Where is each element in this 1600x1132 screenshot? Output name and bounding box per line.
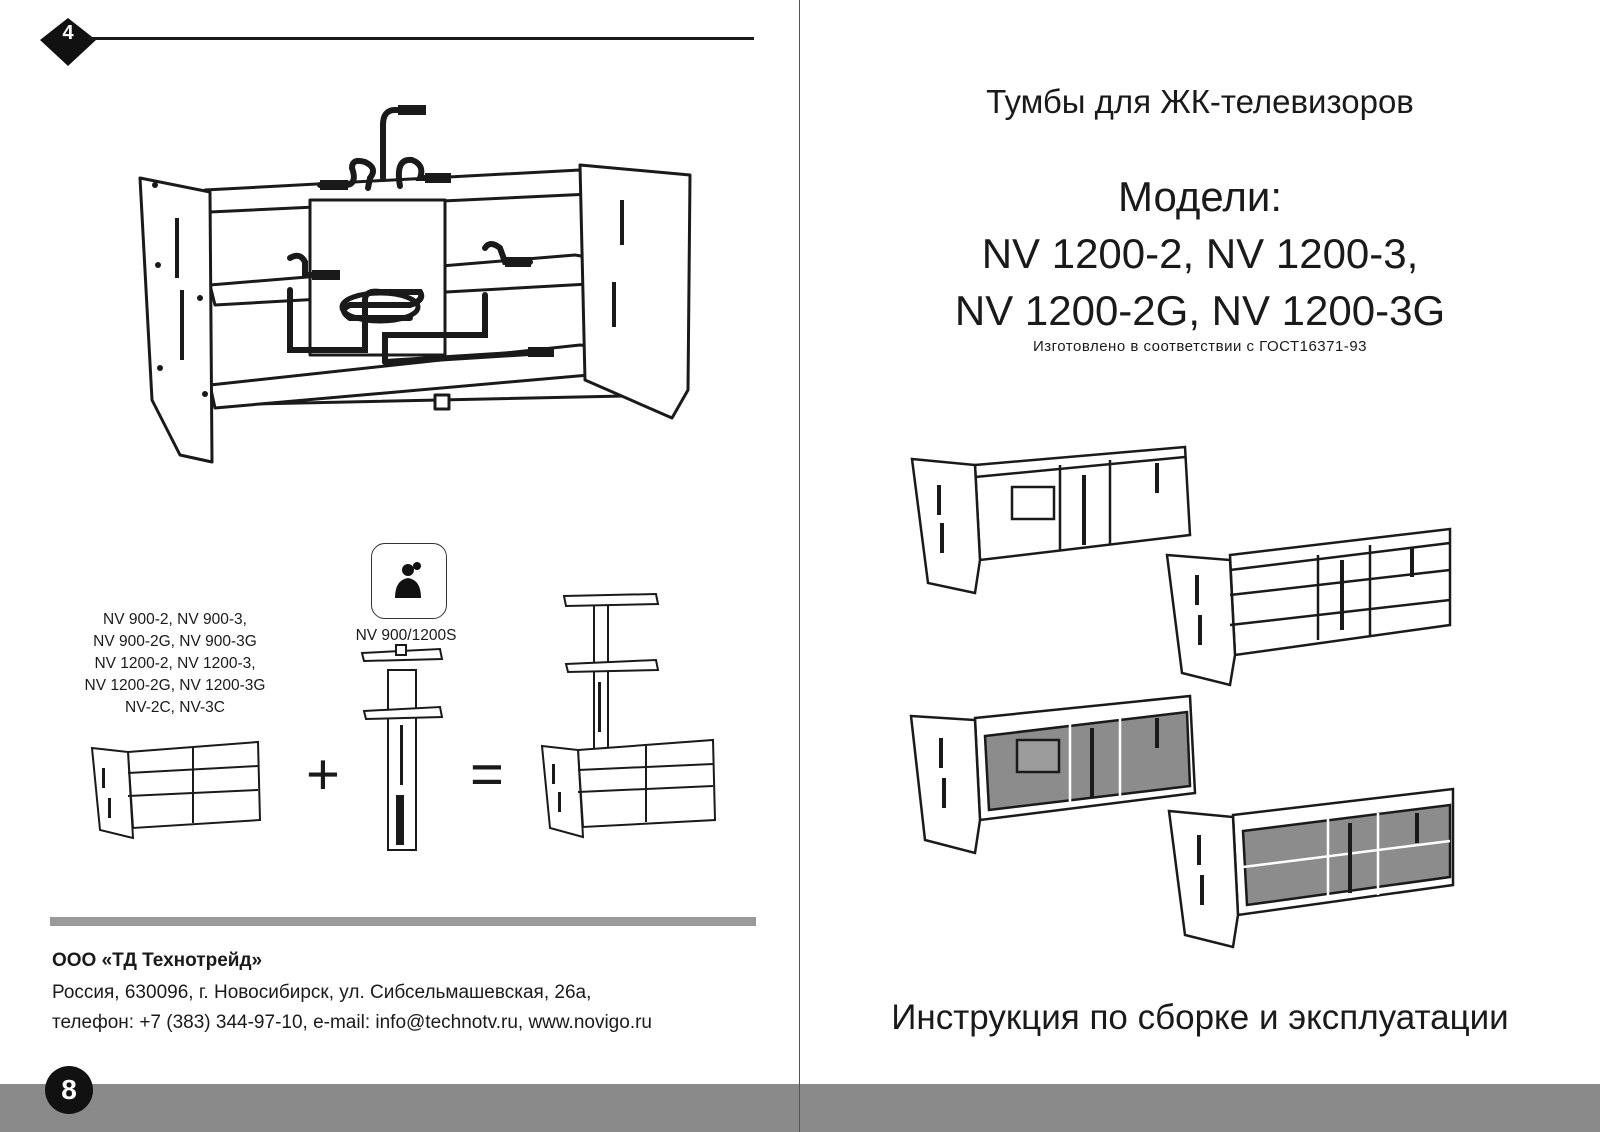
bottom-bar <box>800 1084 1600 1132</box>
combo-model-line: NV 1200-2, NV 1200-3, <box>94 655 256 672</box>
standard-note: Изготовлено в соответствии с ГОСТ16371-9… <box>1032 338 1367 355</box>
stand-mount-badge <box>371 543 447 619</box>
combo-model-line: NV 900-2, NV 900-3, <box>103 611 247 628</box>
stand-model-label: NV 900/1200S <box>355 627 457 644</box>
left-page: 4 <box>0 0 800 1132</box>
plus-sign: + <box>306 742 340 807</box>
step-diamond-icon <box>40 18 96 66</box>
company-name: ООО «ТД Технотрейд» <box>52 950 263 971</box>
cabinet-nv1200-3-drawing <box>1165 527 1452 687</box>
person-icon <box>395 562 421 598</box>
cable-routing-drawing <box>138 105 692 464</box>
small-cabinet-drawing <box>90 740 262 840</box>
equals-sign: = <box>470 742 504 807</box>
footer-divider <box>50 917 756 926</box>
combo-model-line: NV-2C, NV-3C <box>125 699 225 716</box>
step-number: 4 <box>62 22 74 44</box>
right-page: Тумбы для ЖК-телевизоров Модели: NV 1200… <box>800 0 1600 1132</box>
bottom-bar <box>0 1084 799 1132</box>
page-number: 8 <box>45 1066 93 1114</box>
models-heading-block: Модели: NV 1200-2, NV 1200-3, NV 1200-2G… <box>800 168 1600 339</box>
combined-cabinet-drawing <box>540 592 717 839</box>
cabinet-nv1200-3g-drawing <box>1167 787 1455 949</box>
cabinet-nv1200-2g-drawing <box>909 694 1197 855</box>
combo-model-line: NV 900-2G, NV 900-3G <box>93 633 257 650</box>
combo-model-line: NV 1200-2G, NV 1200-3G <box>84 677 266 694</box>
step-rule <box>88 37 754 40</box>
product-category: Тумбы для ЖК-телевизоров <box>986 83 1414 120</box>
models-line: NV 1200-2G, NV 1200-3G <box>954 287 1446 334</box>
combo-model-list: NV 900-2, NV 900-3, NV 900-2G, NV 900-3G… <box>62 609 288 719</box>
cabinet-nv1200-2-drawing <box>910 445 1192 595</box>
tv-stand-column-drawing <box>360 644 444 851</box>
address-line: Россия, 630096, г. Новосибирск, ул. Сибс… <box>52 982 592 1003</box>
manual-title: Инструкция по сборке и эксплуатации <box>891 998 1509 1037</box>
company-address: Россия, 630096, г. Новосибирск, ул. Сибс… <box>52 978 652 1038</box>
models-heading: Модели: <box>1117 173 1282 220</box>
contact-line: телефон: +7 (383) 344-97-10, e-mail: inf… <box>52 1012 652 1033</box>
models-line: NV 1200-2, NV 1200-3, <box>981 230 1419 277</box>
